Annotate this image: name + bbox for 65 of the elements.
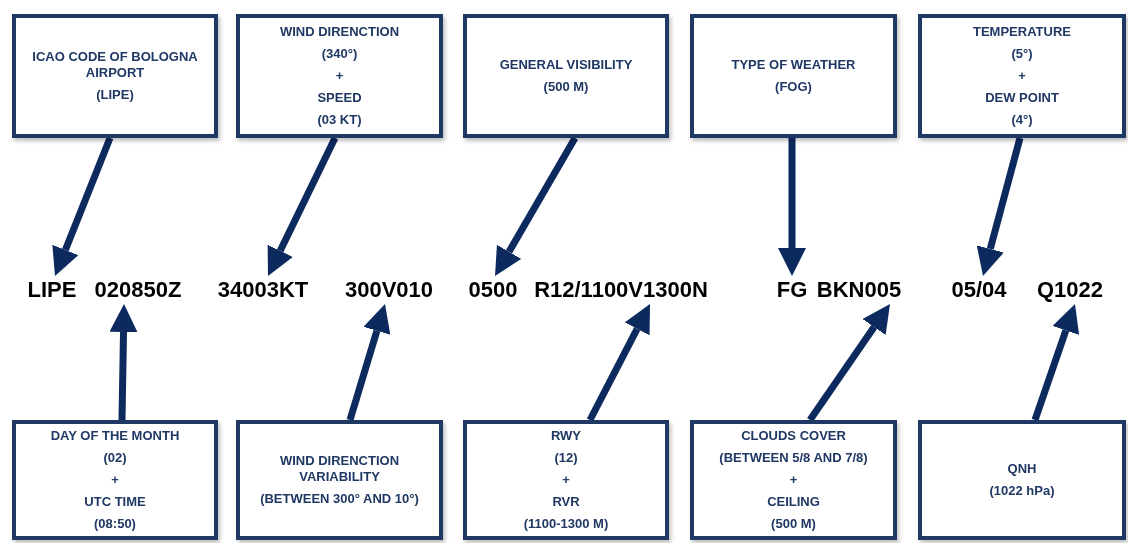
description-box bbox=[463, 420, 669, 540]
arrow bbox=[109, 304, 138, 421]
box-text: WIND DIRENCTION VARIABILITY bbox=[278, 453, 401, 485]
arrow bbox=[495, 136, 579, 276]
description-box bbox=[690, 14, 897, 138]
box-text: ICAO CODE OF BOLOGNA AIRPORT bbox=[31, 49, 199, 81]
box-text: UTC TIME bbox=[84, 494, 146, 510]
description-box bbox=[690, 420, 897, 540]
box-text: (1022 hPa) bbox=[989, 483, 1055, 499]
arrow bbox=[1031, 304, 1080, 422]
metar-code: R12/1100V1300N bbox=[534, 276, 708, 304]
box-text: (5°) bbox=[1011, 46, 1033, 62]
description-box bbox=[463, 14, 669, 138]
metar-code: 0500 bbox=[468, 276, 518, 304]
box-text: DEW POINT bbox=[985, 90, 1059, 106]
box-text: DAY OF THE MONTH bbox=[50, 428, 180, 444]
box-text: SPEED bbox=[317, 90, 362, 106]
box-text: QNH bbox=[1007, 461, 1037, 477]
box-text: + bbox=[335, 68, 344, 84]
arrow bbox=[586, 304, 650, 422]
box-text: (1100-1300 M) bbox=[523, 516, 609, 532]
box-text: CEILING bbox=[767, 494, 820, 510]
box-text: (02) bbox=[103, 450, 127, 466]
description-box bbox=[12, 14, 218, 138]
arrow bbox=[52, 136, 114, 276]
box-text: (340°) bbox=[321, 46, 358, 62]
metar-code: LIPE bbox=[27, 276, 77, 304]
box-text: WIND DIRENCTION bbox=[279, 24, 400, 40]
arrow bbox=[267, 136, 339, 276]
box-text: (FOG) bbox=[775, 79, 812, 95]
box-text: (BETWEEN 5/8 AND 7/8) bbox=[719, 450, 868, 466]
box-text: + bbox=[789, 472, 798, 488]
arrow bbox=[346, 304, 391, 421]
metar-code: FG bbox=[776, 276, 808, 304]
box-text: (4°) bbox=[1011, 112, 1033, 128]
metar-code: 300V010 bbox=[344, 276, 434, 304]
arrow bbox=[976, 137, 1024, 276]
metar-code: 05/04 bbox=[951, 276, 1007, 304]
box-text: (03 KT) bbox=[317, 112, 362, 128]
metar-code: Q1022 bbox=[1036, 276, 1104, 304]
box-text: (500 M) bbox=[543, 79, 589, 95]
box-text: (12) bbox=[554, 450, 578, 466]
box-text: (08:50) bbox=[94, 516, 136, 532]
description-box bbox=[918, 420, 1126, 540]
box-text: RWY bbox=[550, 428, 582, 444]
metar-code: 34003KT bbox=[217, 276, 309, 304]
box-text: (500 M) bbox=[771, 516, 816, 532]
box-text: TEMPERATURE bbox=[973, 24, 1071, 40]
box-text: + bbox=[562, 472, 570, 488]
metar-code: 020850Z bbox=[94, 276, 182, 304]
description-box bbox=[918, 14, 1126, 138]
box-text: RVR bbox=[552, 494, 580, 510]
box-text: (BETWEEN 300° AND 10°) bbox=[260, 491, 419, 507]
metar-code: BKN005 bbox=[816, 276, 902, 304]
description-box bbox=[236, 14, 443, 138]
description-box bbox=[12, 420, 218, 540]
box-text: (LIPE) bbox=[96, 87, 134, 103]
box-text: GENERAL VISIBILITY bbox=[499, 57, 633, 73]
box-text: + bbox=[111, 472, 119, 488]
arrow bbox=[807, 304, 890, 422]
box-text: + bbox=[1018, 68, 1026, 84]
box-text: CLOUDS COVER bbox=[741, 428, 846, 444]
box-text: TYPE OF WEATHER bbox=[731, 57, 856, 73]
arrow bbox=[778, 138, 806, 276]
description-box bbox=[236, 420, 443, 540]
